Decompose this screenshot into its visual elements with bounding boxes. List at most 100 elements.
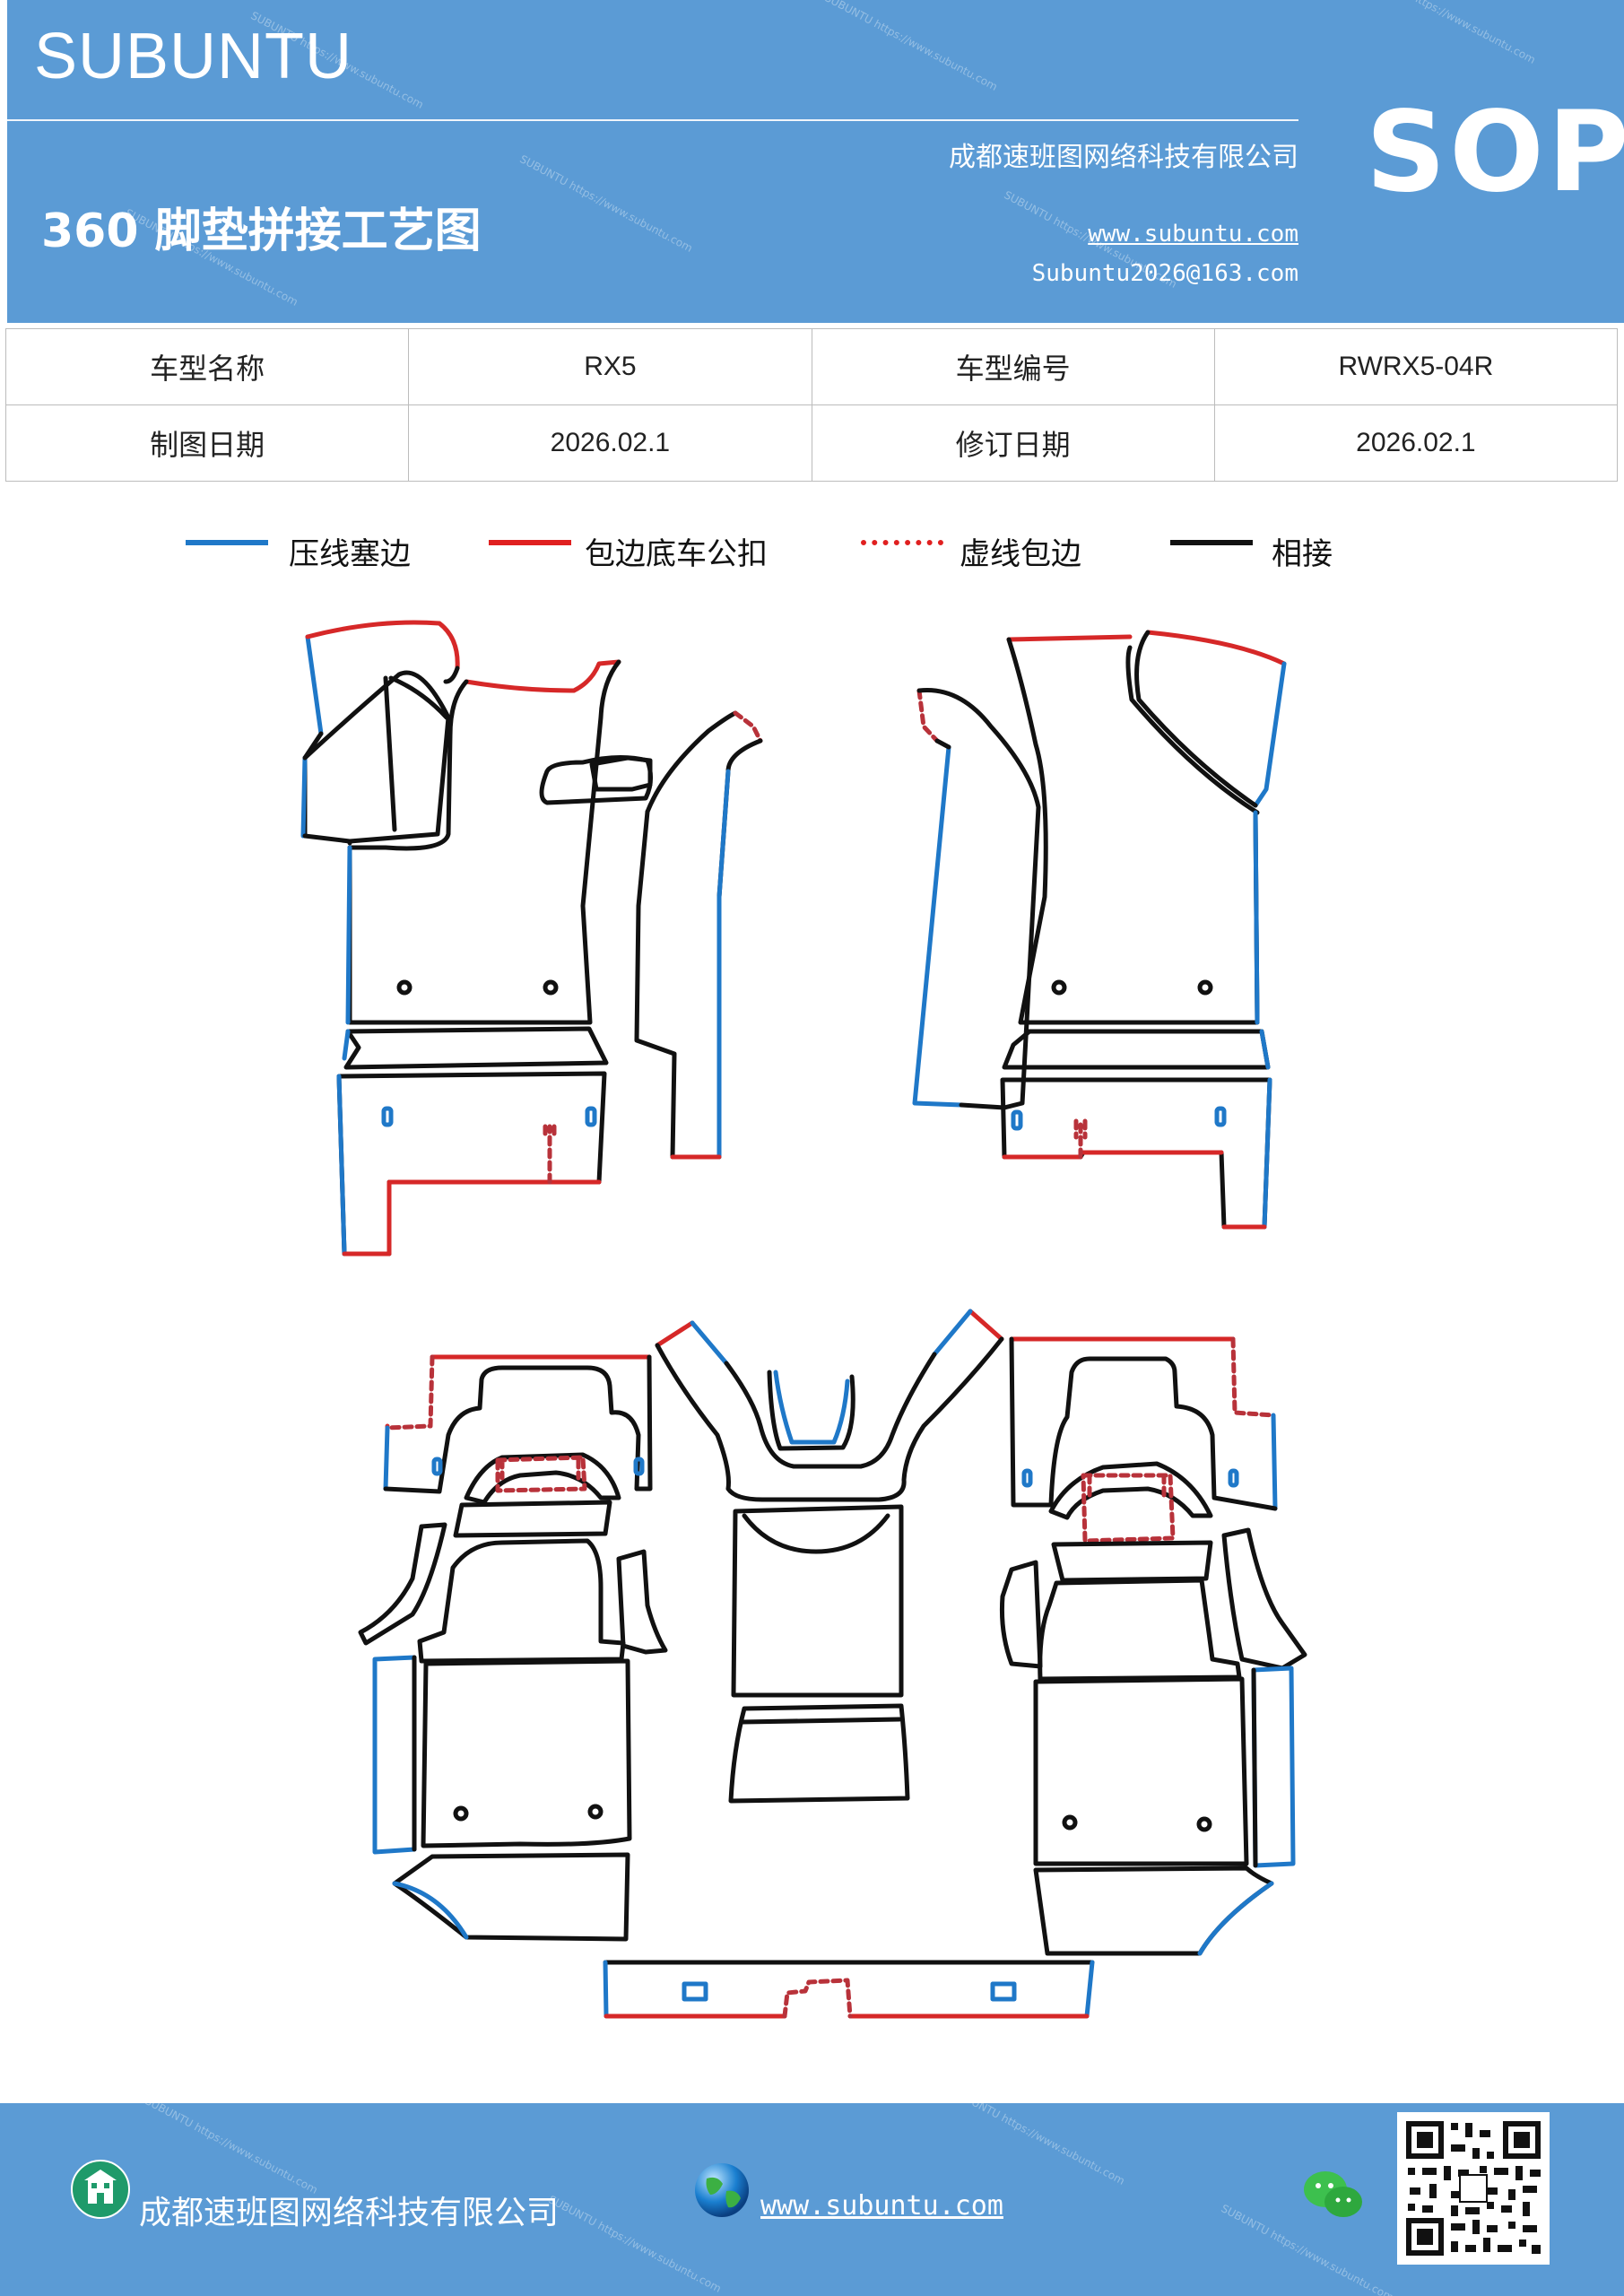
tunnel-cutout [767,1370,855,1451]
mat-body [347,659,621,1025]
edge-black [347,679,469,851]
rear-left-mat [358,1354,668,1942]
edge-blue [336,1074,347,1257]
globe-icon [695,2163,749,2217]
clip-slot [633,1457,645,1476]
revise-date-value: 2026.02.1 [1213,404,1619,482]
edge-black [1134,630,1258,808]
edge-red [968,1309,1004,1342]
mat-strip [453,1500,612,1538]
edge-blue [690,1320,729,1366]
heel-pad [302,670,451,844]
edge-blue [372,1655,417,1855]
footer-website-link[interactable]: www.subuntu.com [760,2190,1003,2222]
grommet [543,979,559,996]
watermark: SUBUNTU https://www.subuntu.com [950,2103,1127,2187]
grommet [453,1805,469,1822]
edge-dashed [385,1354,435,1431]
edge-dashed [543,1124,557,1185]
panel-curve [742,1513,890,1554]
clip-slot [1214,1106,1227,1127]
clip-slot [1011,1109,1023,1131]
tunnel-rear-panel [728,1703,910,1804]
header-divider [7,119,1298,121]
floor-pad [1033,1676,1249,1866]
model-name-label: 车型名称 [4,328,410,405]
edge-red [1145,630,1287,666]
edge-blue [1253,810,1260,1025]
edge-black [1251,1667,1258,1868]
legend-line-blue [186,540,268,545]
edge-blue [773,1370,850,1445]
seat-cushion-pad [1038,1578,1242,1682]
edge-dashed [1081,1473,1176,1544]
header-banner: SUBUNTU https://www.subuntu.com SUBUNTU … [7,0,1624,323]
mat-strip [1002,1029,1271,1070]
grommet [1196,1816,1212,1832]
edge-dashed [1073,1118,1088,1160]
building-icon [71,2160,130,2219]
edge-dashed [916,688,940,744]
edge-black [934,738,1007,1110]
revise-date-label: 修订日期 [811,404,1215,482]
clip-slot [990,1981,1017,2002]
front-right-mat [912,630,1287,1230]
clip-slot [585,1106,597,1127]
sop-mark: SOP [1366,88,1624,217]
clip-slot [431,1457,443,1476]
qr-code[interactable] [1397,2112,1550,2265]
front-left-mat [300,620,763,1257]
mat-strip [343,1026,609,1070]
edge-blue [912,744,964,1108]
edge-dashed [1230,1336,1276,1418]
pedal-cutout-inner [589,755,653,792]
model-code-label: 车型编号 [811,328,1215,405]
grommet [1197,979,1213,996]
wechat-icon [1304,2171,1362,2217]
footer-company: 成都速班图网络科技有限公司 [139,2195,560,2231]
edge-red [305,620,460,671]
center-tunnel-mat [655,1309,1004,1804]
tunnel-panel [731,1504,904,1698]
edge-blue [1262,1077,1272,1230]
side-strip [358,1522,447,1646]
draw-date-label: 制图日期 [4,404,410,482]
legend-label: 压线塞边 [289,536,411,572]
edge-dashed [495,1455,587,1493]
seat-cutout [464,1452,621,1505]
legend-line-black [1170,540,1253,545]
edge-red [464,659,621,693]
edge-blue [305,634,324,736]
edge-blue [383,1425,390,1492]
grommet [1062,1814,1078,1831]
edge-black [645,710,738,814]
edge-blue [1253,661,1287,808]
seat-back-pad [383,1354,653,1494]
clip-slot [1021,1468,1033,1488]
draw-date-value: 2026.02.1 [408,404,812,482]
clip-slot [1228,1468,1239,1488]
grommet [1051,979,1067,996]
edge-blue [1197,1881,1274,1956]
grommet [587,1804,604,1820]
legend: 压线塞边 包边底车公扣 虚线包边 相接 [0,520,1624,583]
edge-blue [1259,1029,1271,1070]
clip-slot [682,1981,708,2002]
rear-right-mat [999,1336,1307,1956]
edge-blue [603,1960,1095,2019]
table-row: 车型名称 RX5 车型编号 RWRX5-04R [4,328,1619,405]
seat-cutout [1048,1461,1213,1520]
edge-blue [1251,1665,1296,1868]
watermark: SUBUNTU https://www.subuntu.com [143,2103,320,2196]
email-text: Subuntu2026@163.com [1031,260,1298,287]
company-name: 成都速班图网络科技有限公司 [949,142,1298,173]
side-strip [616,1549,668,1655]
website-link[interactable]: www.subuntu.com [1088,221,1298,248]
seat-back-pad [1009,1336,1278,1511]
edge-black [1125,645,1260,815]
legend-label: 虚线包边 [960,536,1081,572]
footer-banner: SUBUNTU https://www.subuntu.com SUBUNTU … [0,2103,1624,2296]
legend-line-red [489,540,571,545]
brand-name: SUBUNTU [34,21,353,92]
edge-dashed [782,1978,853,2019]
